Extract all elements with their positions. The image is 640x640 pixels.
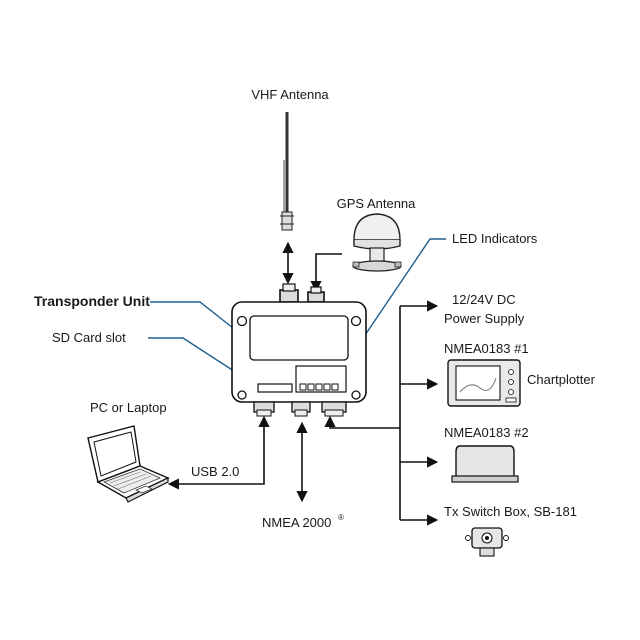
led-indicators-label: LED Indicators <box>452 231 538 246</box>
laptop-icon <box>87 425 170 503</box>
chartplotter-icon <box>447 359 521 407</box>
gps-antenna-label: GPS Antenna <box>337 196 417 211</box>
power-supply-label-2: Power Supply <box>444 311 525 326</box>
pc-or-laptop-label: PC or Laptop <box>90 400 167 415</box>
tx-switch-box-label: Tx Switch Box, SB-181 <box>444 504 577 519</box>
power-supply-label-1: 12/24V DC <box>452 292 516 307</box>
gps-antenna-icon <box>352 213 402 272</box>
vhf-antenna-label: VHF Antenna <box>251 87 329 102</box>
transponder-unit-label: Transponder Unit <box>34 293 150 309</box>
vhf-antenna-icon <box>280 112 294 231</box>
led-indicators-leader <box>335 238 446 379</box>
transponder-unit-leader <box>150 301 239 333</box>
nmea0183-2-label: NMEA0183 #2 <box>444 425 529 440</box>
nmea2000-registered-mark: ® <box>338 513 344 522</box>
tx-switch-box-icon <box>465 527 509 557</box>
nmea-device-icon <box>451 445 519 483</box>
sd-card-slot-label: SD Card slot <box>52 330 126 345</box>
gps-connection-arrow <box>310 253 342 293</box>
chartplotter-label: Chartplotter <box>527 372 596 387</box>
nmea0183-1-label: NMEA0183 #1 <box>444 341 529 356</box>
bus-feed-arrow <box>324 415 400 429</box>
transponder-unit <box>231 283 367 417</box>
usb-connection-arrow <box>167 415 270 490</box>
nmea2000-label: NMEA 2000 <box>262 515 331 530</box>
usb-label: USB 2.0 <box>191 464 239 479</box>
